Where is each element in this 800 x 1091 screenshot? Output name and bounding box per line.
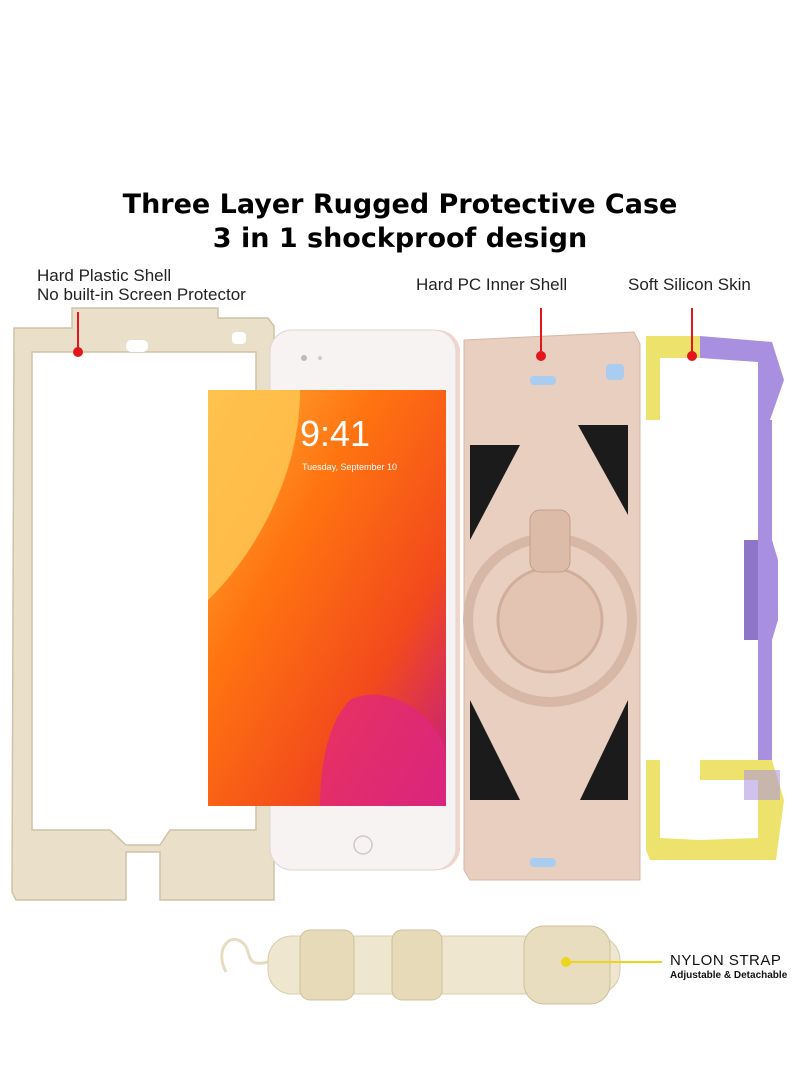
label-hard-plastic-shell-line2: No built-in Screen Protector [37, 285, 246, 304]
tablet-clock: 9:41 [300, 413, 371, 454]
strap-pointer-dot [561, 957, 571, 967]
nylon-strap [220, 925, 662, 1005]
label-hard-plastic-shell: Hard Plastic Shell No built-in Screen Pr… [37, 266, 246, 304]
subheadline: 3 in 1 shockproof design [212, 223, 588, 254]
label-nylon-strap: NYLON STRAP [670, 952, 782, 969]
headline: Three Layer Rugged Protective Case [122, 189, 678, 220]
inner-shell-pointer-dot [536, 351, 546, 361]
label-hard-pc-inner-shell: Hard PC Inner Shell [416, 275, 568, 294]
skin-pointer-dot [687, 351, 697, 361]
tablet-date: Tuesday, September 10 [302, 462, 398, 472]
hard-pc-inner-shell [463, 308, 641, 881]
soft-silicon-skin [646, 308, 784, 860]
label-strap-adjustable: Adjustable & Detachable [670, 970, 788, 981]
tablet [208, 329, 460, 871]
label-soft-silicon-skin: Soft Silicon Skin [628, 275, 751, 294]
hard-plastic-shell-frame [11, 307, 275, 901]
label-hard-plastic-shell-line1: Hard Plastic Shell [37, 266, 172, 285]
shell-pointer-dot [73, 347, 83, 357]
